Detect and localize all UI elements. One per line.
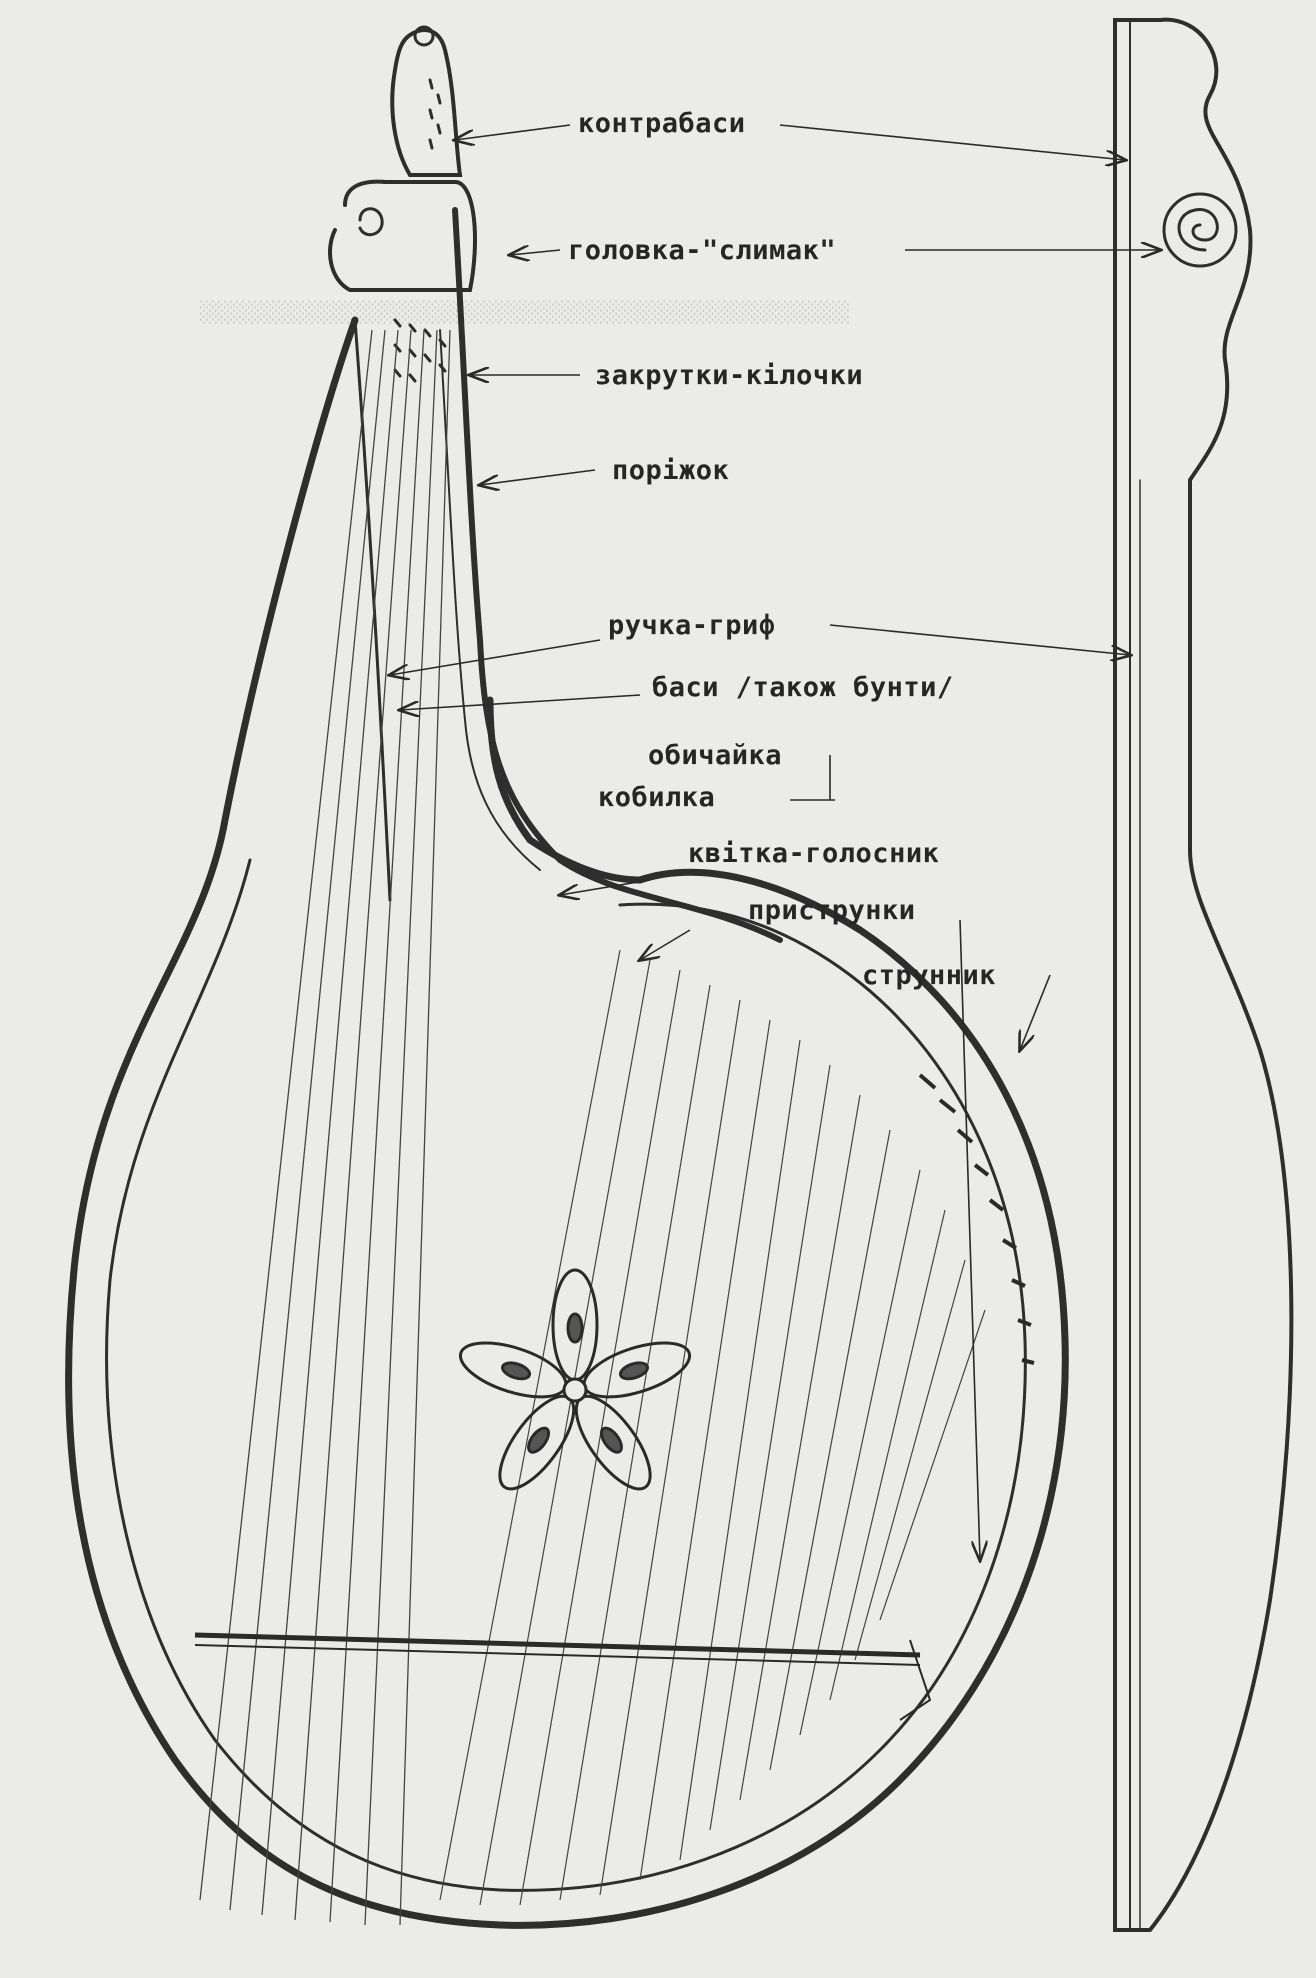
side-scroll (1179, 210, 1217, 250)
rosette (454, 1270, 696, 1500)
side-profile (1115, 20, 1291, 1930)
contrabass-box (392, 30, 460, 175)
neck-right-edge (455, 210, 780, 940)
label-zakrutky: закрутки-кілочки (595, 360, 863, 391)
label-prystrunky: приструнки (748, 895, 916, 926)
bass-strings (200, 330, 450, 1925)
label-ruchka: ручка-гриф (608, 610, 776, 641)
label-porizhok: поріжок (612, 455, 729, 486)
body-outline (69, 320, 1066, 1925)
label-basy: баси /також бунти/ (652, 672, 954, 703)
bridge (195, 1635, 930, 1720)
front-view (69, 210, 1066, 1925)
label-kobylka: кобилка (598, 782, 715, 813)
side-view (1115, 20, 1291, 1930)
label-strunnyk: струнник (862, 960, 996, 991)
label-holovka: головка-"слимак" (568, 235, 836, 266)
tuning-pegs-top (430, 80, 440, 148)
scroll (330, 182, 475, 290)
label-kvitka: квітка-голосник (688, 838, 939, 869)
label-kontrabasy: контрабаси (578, 108, 746, 139)
label-obychaika: обичайка (648, 740, 782, 771)
neck-inner-line (440, 330, 540, 870)
neck-left-edge (355, 320, 390, 900)
tuning-pegs (395, 320, 445, 381)
